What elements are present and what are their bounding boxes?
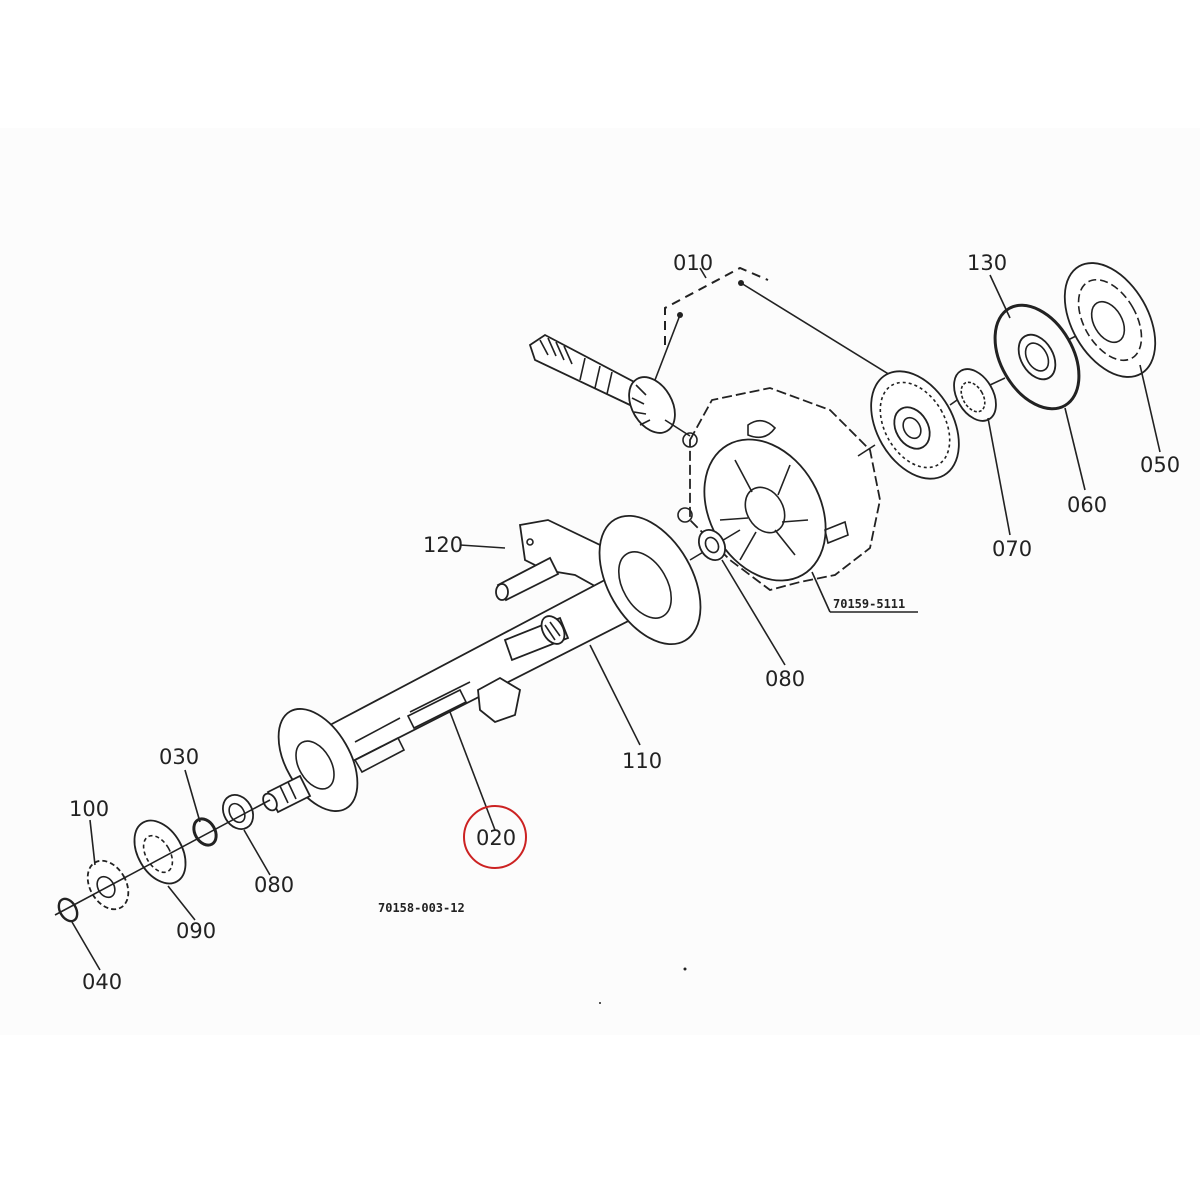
callout-labels: 010 130 050 060 070 080 120 110 030 100 … <box>69 251 1180 994</box>
assembly-axis-line <box>54 799 271 916</box>
highlight-circle-020 <box>463 805 527 869</box>
callout-090[interactable]: 090 <box>176 919 216 943</box>
callout-040[interactable]: 040 <box>82 970 122 994</box>
part-070-bearing[interactable] <box>945 362 1006 428</box>
callout-060[interactable]: 060 <box>1067 493 1107 517</box>
drawing-ref-code: 70158-003-12 <box>378 901 465 915</box>
part-090-bearing[interactable] <box>124 812 196 893</box>
callout-120[interactable]: 120 <box>423 533 463 557</box>
part-040-circlip[interactable] <box>55 896 81 925</box>
callout-080-right[interactable]: 080 <box>765 667 805 691</box>
bevel-gear[interactable] <box>853 356 977 494</box>
part-080-oil-seal-left[interactable] <box>217 789 259 834</box>
housing-ref-code: 70159-5111 <box>833 597 905 611</box>
housing-ref-leader: 70159-5111 <box>811 571 918 613</box>
callout-070[interactable]: 070 <box>992 537 1032 561</box>
callout-010-bracket <box>654 266 896 381</box>
part-020-drive-shaft[interactable] <box>260 612 570 814</box>
callout-050[interactable]: 050 <box>1140 453 1180 477</box>
callout-030[interactable]: 030 <box>159 745 199 769</box>
callout-010[interactable]: 010 <box>673 251 713 275</box>
part-060-gasket[interactable] <box>978 291 1096 424</box>
part-050-cover[interactable] <box>1046 247 1174 392</box>
speck <box>683 967 687 971</box>
callout-080-left[interactable]: 080 <box>254 873 294 897</box>
part-080-oil-seal-right[interactable] <box>694 525 731 565</box>
callout-110[interactable]: 110 <box>622 749 662 773</box>
leader-lines <box>71 274 1161 971</box>
speck <box>599 1002 601 1004</box>
part-010-pinion-shaft[interactable] <box>528 333 691 441</box>
part-100-sprocket[interactable] <box>79 853 136 916</box>
callout-020[interactable]: 020 <box>476 826 516 850</box>
callout-130[interactable]: 130 <box>967 251 1007 275</box>
callout-100[interactable]: 100 <box>69 797 109 821</box>
part-130-oil-seal[interactable] <box>1011 328 1081 386</box>
gearbox-housing[interactable] <box>677 387 881 602</box>
part-030-snap-ring[interactable] <box>189 815 220 849</box>
